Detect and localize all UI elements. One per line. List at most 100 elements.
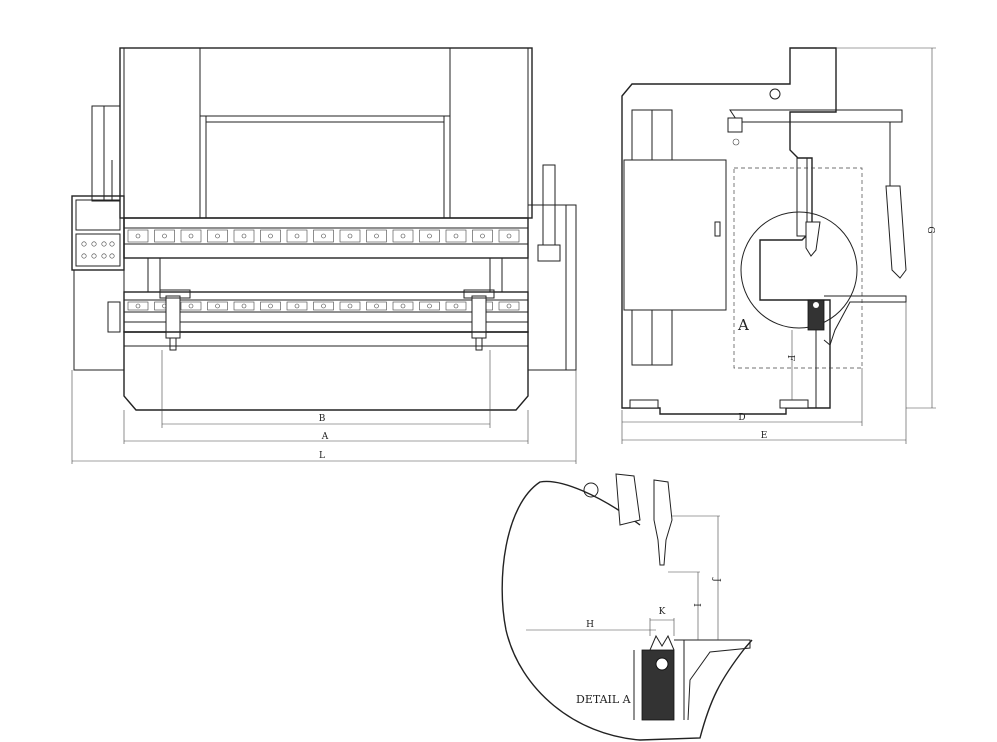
detail-a-view: H K I J DETAIL A — [501, 473, 753, 741]
detail-a-circle — [740, 211, 858, 329]
upper-clamp-bar — [123, 217, 529, 259]
foot-pedal-stop — [537, 244, 561, 262]
clamp-segment — [366, 229, 387, 243]
detail-punch — [653, 479, 673, 566]
clamp-bolt — [162, 233, 167, 239]
clamp-bolt — [241, 303, 247, 309]
clamp-bolt — [374, 233, 379, 239]
clamp-segment — [472, 229, 493, 243]
clamp-bolt — [480, 233, 485, 239]
clamp-bolt — [400, 303, 406, 309]
clamp-bolt — [427, 233, 432, 239]
clamp-segment — [207, 301, 228, 311]
clamp-bolt — [321, 233, 326, 239]
clamp-segment — [339, 229, 361, 243]
clamp-segment — [392, 301, 414, 311]
clamp-segment — [313, 229, 334, 243]
clamp-bolt — [374, 303, 379, 309]
left-post — [91, 105, 121, 202]
clamp-bolt — [321, 303, 326, 309]
clamp-bolt — [268, 303, 273, 309]
right-side-frame — [527, 204, 577, 371]
clamp-bolt — [347, 233, 353, 239]
dim-label-l: L — [319, 451, 325, 461]
clamp-bolt — [215, 303, 220, 309]
foot-right — [779, 399, 809, 409]
detail-ram-block — [615, 473, 641, 526]
clamp-segment — [180, 301, 202, 311]
front-support-arm — [885, 185, 907, 279]
clamp-segment — [313, 301, 334, 311]
control-screen — [75, 199, 121, 231]
clamp-segment — [180, 229, 202, 243]
clamp-bolt — [506, 233, 512, 239]
detail-a-boundary — [733, 167, 863, 369]
detail-support-table — [674, 639, 751, 721]
detail-hole — [583, 482, 599, 498]
dim-label-e: E — [761, 431, 768, 441]
side-dimensions: D E G F — [621, 47, 936, 444]
dim-label-d: D — [738, 413, 745, 423]
clamp-segment — [498, 229, 520, 243]
clamp-segment — [339, 301, 361, 311]
clamp-bolt — [188, 303, 194, 309]
detail-marker-a: A — [737, 316, 749, 334]
clamp-segment — [445, 229, 467, 243]
clamp-segment — [260, 301, 281, 311]
lifting-hole — [769, 88, 781, 100]
side-view: A D E G F — [621, 47, 936, 444]
clamp-segment — [260, 229, 281, 243]
clamp-bolt — [294, 303, 300, 309]
clamp-segment — [207, 229, 228, 243]
clamp-bolt — [188, 233, 194, 239]
clamp-segment — [286, 229, 308, 243]
clamp-bolt — [506, 303, 512, 309]
detail-v-die — [649, 634, 675, 651]
clamp-bolt — [135, 303, 141, 309]
clamp-segment — [419, 301, 440, 311]
punch — [805, 221, 821, 257]
hydraulic-tank — [623, 159, 727, 311]
lower-clamps — [127, 301, 520, 311]
clamp-bolt — [215, 233, 220, 239]
upper-clamps — [127, 229, 520, 243]
dim-label-k: K — [659, 607, 666, 617]
dim-label-a: A — [321, 432, 329, 442]
detail-circle-outline — [501, 480, 753, 741]
clamp-segment — [445, 301, 467, 311]
front-dimensions: B A L — [71, 350, 577, 464]
side-frame — [621, 47, 837, 415]
clamp-bolt — [427, 303, 432, 309]
top-panel — [199, 47, 451, 117]
foot-left — [629, 399, 659, 409]
clamp-bolt — [400, 233, 406, 239]
control-buttons — [75, 233, 121, 267]
clamp-bolt — [268, 233, 273, 239]
dim-label-f: F — [785, 355, 795, 361]
clamp-bolt — [294, 233, 300, 239]
clamp-segment — [498, 301, 520, 311]
clamp-segment — [233, 301, 255, 311]
clamp-bolt — [241, 233, 247, 239]
control-panel — [71, 195, 125, 271]
clamp-segment — [233, 229, 255, 243]
front-support-table — [823, 295, 907, 346]
dim-label-b: B — [319, 414, 326, 424]
dim-label-i: I — [691, 603, 701, 607]
dim-label-j: J — [711, 577, 721, 582]
upper-housing — [119, 47, 533, 219]
dim-label-h: H — [586, 620, 594, 630]
dim-label-g: G — [925, 226, 935, 233]
clamp-bolt — [453, 303, 459, 309]
clamp-bolt — [453, 233, 459, 239]
front-view: B A L — [71, 47, 577, 464]
clamp-segment — [419, 229, 440, 243]
clamp-segment — [127, 301, 149, 311]
machine-base — [123, 331, 529, 411]
clamp-segment — [127, 229, 149, 243]
clamp-segment — [366, 301, 387, 311]
clamp-segment — [154, 229, 175, 243]
clamp-bolt — [135, 233, 141, 239]
left-pedal — [107, 301, 121, 333]
